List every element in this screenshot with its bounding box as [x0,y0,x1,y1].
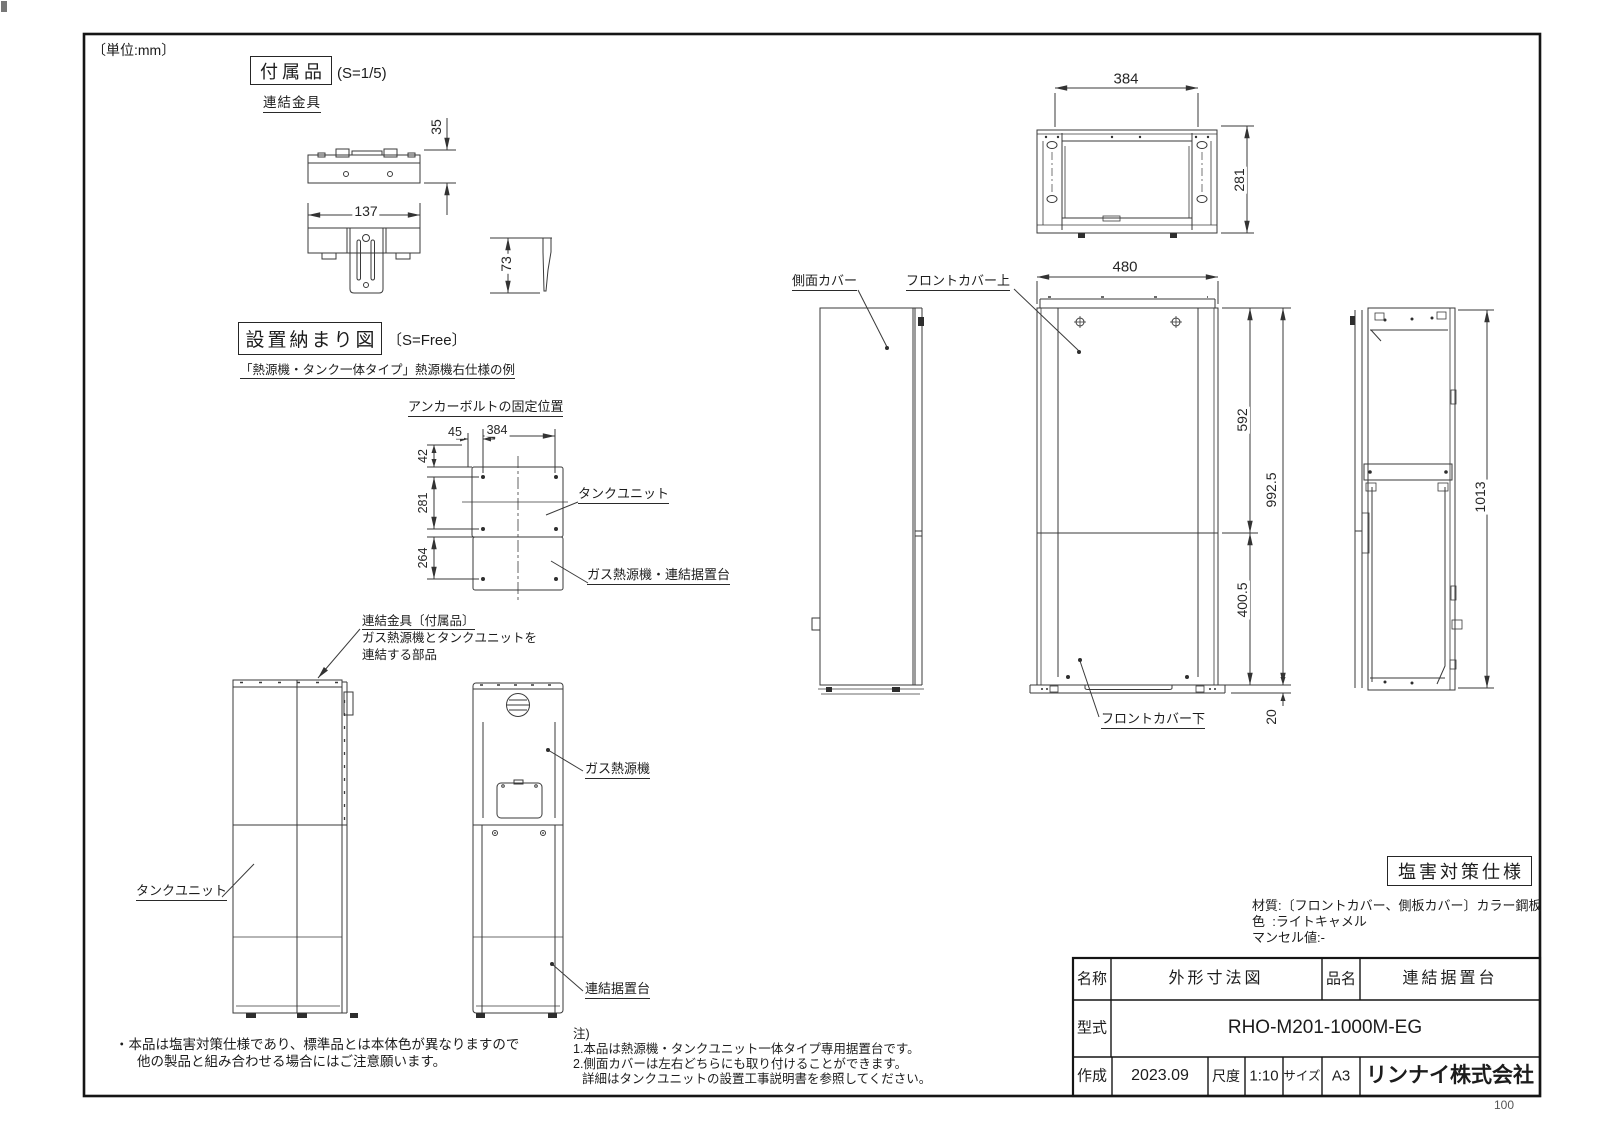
accessory-title-box: 付属品 [250,56,332,85]
dim-264: 264 [415,545,431,571]
note-right-line3: 詳細はタンクユニットの設置工事説明書を参照してください。 [582,1072,932,1086]
titleblock-size-value: A3 [1331,1067,1351,1085]
anchor-tank-label: タンクユニット [578,486,670,504]
base-stand-label: 連結据置台 [585,981,651,999]
bracket-note-line2: ガス熱源機とタンクユニットを [362,631,538,645]
anchor-bolt-title: アンカーボルトの固定位置 [408,399,564,417]
dim-384-anchor: 384 [484,422,510,438]
bracket-note-line1: 連結金具〔付属品〕 [362,614,475,631]
titleblock-name-label: 名称 [1076,970,1108,988]
salt-spec-color: 色 :ライトキャメル [1252,914,1367,929]
accessory-part-label: 連結金具 [263,95,321,113]
installation-scale-note: 〔S=Free〕 [387,332,467,349]
salt-spec-material: 材質:〔フロントカバー、側板カバー〕カラー鋼板 [1252,898,1542,913]
note-right-line1: 1.本品は熱源機・タンクユニット一体タイプ専用据置台です。 [573,1042,920,1056]
dim-592: 592 [1233,406,1251,434]
dim-281-anchor: 281 [415,490,431,516]
tank-unit-label: タンクユニット [136,883,228,901]
titleblock-item-value: 連結据置台 [1402,969,1498,987]
salt-spec-munsell: マンセル値:- [1252,930,1325,945]
dim-480: 480 [1110,258,1140,276]
dim-281-top: 281 [1230,166,1248,194]
titleblock-item-label: 品名 [1325,970,1357,988]
titleblock-scale-value: 1:10 [1249,1067,1279,1085]
dim-42: 42 [415,447,431,465]
unit-note: 〔単位:mm〕 [92,42,176,58]
dim-35: 35 [427,117,445,137]
installation-subtitle: 「熱源機・タンク一体タイプ」熱源機右仕様の例 [240,363,516,380]
gas-heater-label: ガス熱源機 [585,761,651,779]
installation-title-box: 設置納まり図 [238,322,382,355]
titleblock-name-value: 外形寸法図 [1168,969,1264,987]
anchor-base-label: ガス熱源機・連結据置台 [587,567,731,585]
dim-992-5: 992.5 [1262,470,1280,510]
dim-400-5: 400.5 [1233,580,1251,620]
titleblock-date-value: 2023.09 [1131,1066,1189,1084]
dim-20: 20 [1262,707,1280,727]
note-right-title: 注) [573,1027,590,1041]
dim-384-top: 384 [1111,70,1141,88]
front-cover-top-label: フロントカバー上 [906,273,1011,291]
titleblock-size-label: サイズ [1283,1068,1321,1083]
page-number: 100 [1494,1098,1515,1112]
titleblock-model-label: 型式 [1076,1019,1108,1037]
titleblock-model-value: RHO-M201-1000M-EG [1227,1017,1423,1039]
accessory-scale-note: (S=1/5) [337,65,387,82]
note-left-line1: ・本品は塩害対策仕様であり、標準品とは本体色が異なりますので [115,1037,520,1052]
bracket-note-line3: 連結する部品 [362,648,438,662]
note-right-line2: 2.側面カバーは左右どちらにも取り付けることができます。 [573,1057,908,1071]
titleblock-date-label: 作成 [1076,1067,1108,1085]
side-cover-label: 側面カバー [792,273,858,291]
titleblock-company: リンナイ株式会社 [1366,1063,1534,1087]
installation-title: 設置納まり図 [245,330,378,351]
note-left-line2: 他の製品と組み合わせる場合にはご注意願います。 [137,1054,447,1069]
titleblock-scale-label: 尺度 [1212,1067,1240,1084]
dim-73: 73 [497,254,515,274]
front-cover-bottom-label: フロントカバー下 [1101,711,1206,729]
salt-spec-title-box: 塩害対策仕様 [1387,856,1532,886]
dim-1013: 1013 [1471,479,1489,515]
dim-45: 45 [446,424,464,440]
dim-137: 137 [352,202,380,220]
salt-spec-title: 塩害対策仕様 [1398,862,1524,882]
accessory-title: 付属品 [260,61,326,82]
